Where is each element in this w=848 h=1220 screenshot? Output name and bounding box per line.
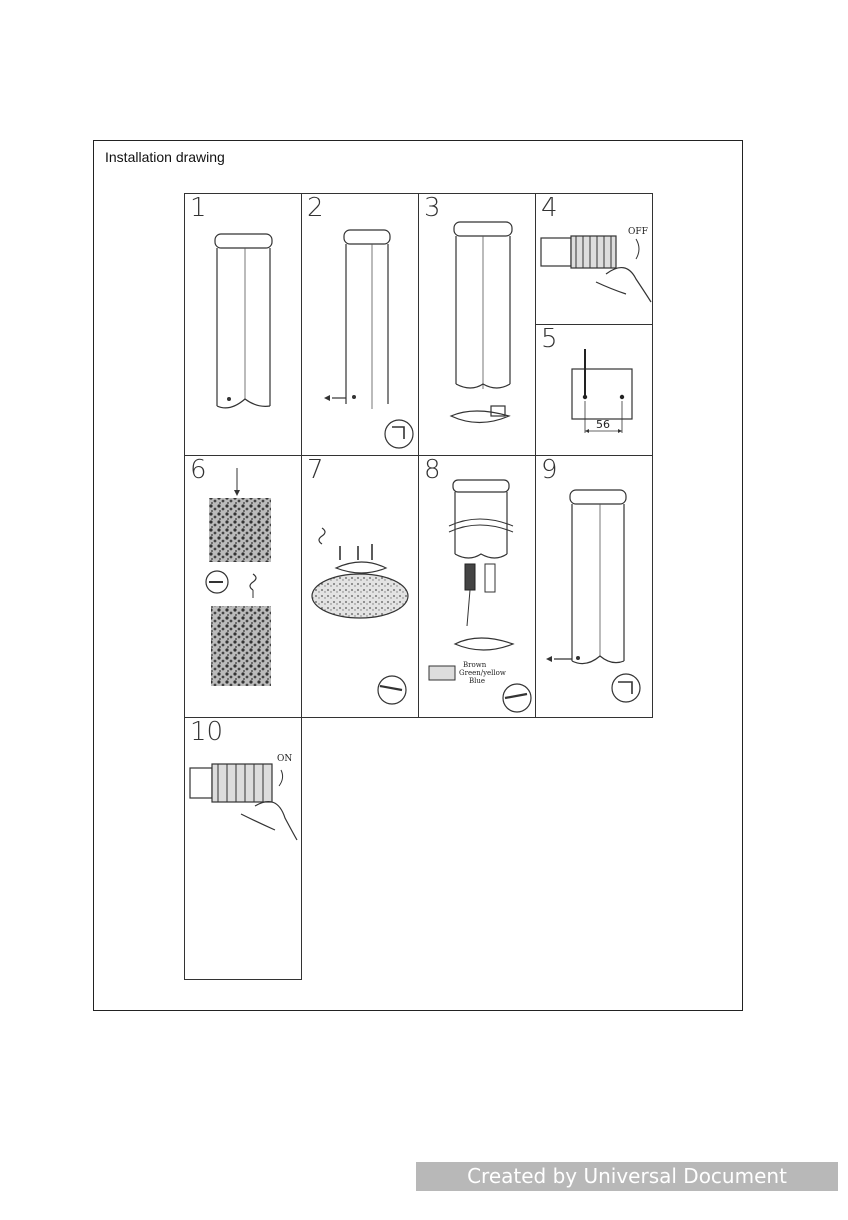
step-number: 6 xyxy=(190,455,207,485)
step-number: 1 xyxy=(190,193,207,223)
step-2-panel: 2 xyxy=(301,193,419,456)
step-5-panel: 5 56 xyxy=(535,324,653,456)
step-6-panel: 6 xyxy=(184,455,302,718)
converter-watermark: Created by Universal Document Converter xyxy=(416,1162,838,1217)
switch-on-label: ON xyxy=(277,754,293,764)
step-9-panel: 9 xyxy=(535,455,653,718)
step-7-panel: 7 xyxy=(301,455,419,718)
wire-label-green-yellow: Green/yellow xyxy=(459,669,506,677)
wiring-connection-illustration xyxy=(428,479,532,713)
step-3-panel: 3 xyxy=(418,193,536,456)
step-10-panel: 10 ON xyxy=(184,717,302,980)
wire-label-blue: Blue xyxy=(469,677,486,685)
ground-anchor-illustration xyxy=(205,468,271,686)
lamp-body-removed-illustration xyxy=(449,221,513,424)
document-title: Installation drawing xyxy=(105,149,225,165)
switch-on-illustration xyxy=(189,763,298,841)
step-number: 2 xyxy=(307,193,324,223)
step-number: 9 xyxy=(541,455,558,485)
step-number: 4 xyxy=(541,193,558,223)
step-number: 10 xyxy=(190,717,224,747)
step-number: 5 xyxy=(541,324,558,354)
drilling-template-illustration xyxy=(571,349,633,433)
step-number: 8 xyxy=(424,455,441,485)
base-mounting-illustration xyxy=(311,527,409,705)
step-4-panel: 4 OFF xyxy=(535,193,653,325)
installation-frame: Installation drawing xyxy=(93,140,743,1011)
step-8-panel: 8 Brown Green/yellow Blue xyxy=(418,455,536,718)
switch-off-label: OFF xyxy=(628,227,648,237)
switch-off-illustration xyxy=(540,235,652,303)
wire-label-brown: Brown xyxy=(463,661,487,669)
lamp-reassembled-illustration xyxy=(546,489,641,703)
step-number: 3 xyxy=(424,193,441,223)
step-number: 7 xyxy=(307,455,324,485)
hole-spacing-dimension: 56 xyxy=(596,418,610,431)
step-1-panel: 1 xyxy=(184,193,302,456)
lamp-post-screw-illustration xyxy=(324,229,414,449)
lamp-post-illustration xyxy=(214,233,273,409)
